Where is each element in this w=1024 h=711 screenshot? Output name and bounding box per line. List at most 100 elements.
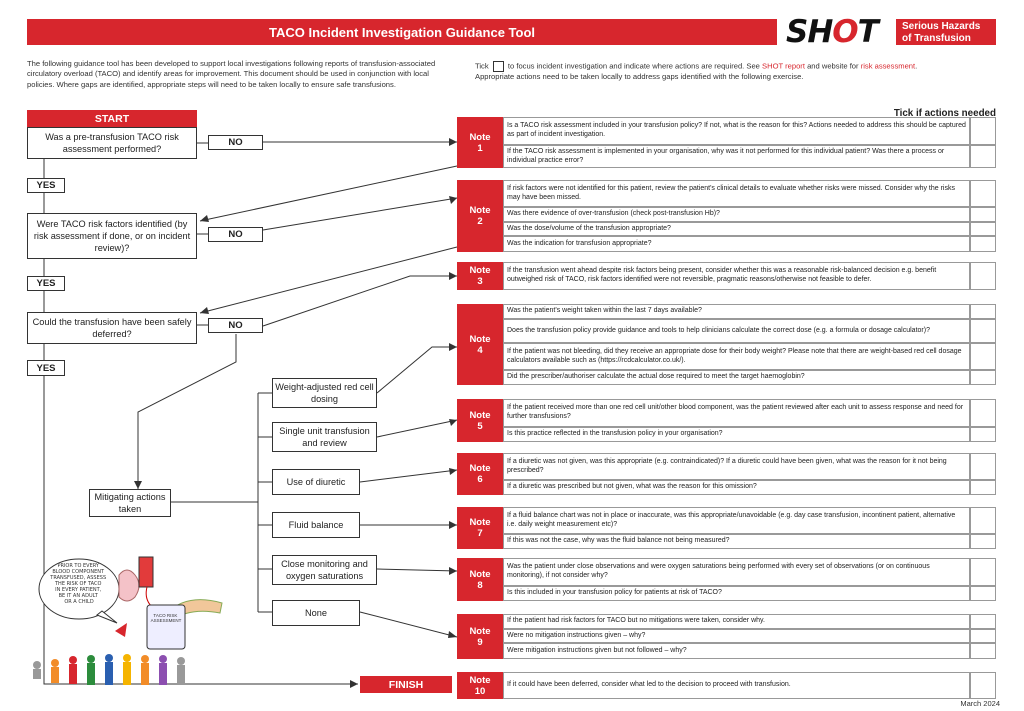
intro-left: The following guidance tool has been dev… (27, 59, 436, 89)
action-tick-box[interactable] (970, 629, 996, 643)
action-tick-box[interactable] (970, 207, 996, 222)
note-word: Note (469, 131, 491, 143)
note-number: 9 (477, 636, 483, 648)
action-tick-box[interactable] (970, 558, 996, 586)
speech-bubble-text: PRIOR TO EVERY BLOOD COMPONENT TRANSFUSE… (49, 563, 107, 605)
arrow-head (449, 521, 457, 529)
action-tick-box[interactable] (970, 643, 996, 659)
note-number: 5 (477, 420, 483, 432)
arrow-head (134, 481, 142, 489)
no-label-q1: NO (208, 135, 263, 150)
action-tick-box[interactable] (970, 117, 996, 145)
logo-letter: S (786, 14, 808, 50)
yes-label-q2: YES (27, 276, 65, 291)
note-word: Note (469, 517, 491, 528)
action-tick-box[interactable] (970, 236, 996, 252)
logo-subtitle-line1: Serious Hazards (902, 21, 981, 32)
arrow-head (449, 272, 457, 280)
note-question-row: If the patient was not bleeding, did the… (503, 343, 970, 370)
logo-letter: O (832, 14, 858, 50)
note-question-row: If this was not the case, why was the fl… (503, 534, 970, 549)
note-number: 7 (477, 528, 483, 539)
connector-line (43, 376, 358, 685)
note-question-row: Was there evidence of over-transfusion (… (503, 207, 970, 222)
action-tick-box[interactable] (970, 614, 996, 629)
action-tick-box[interactable] (970, 370, 996, 385)
note-word: Note (469, 674, 491, 686)
note-question-row: If a diuretic was not given, was this ap… (503, 453, 970, 480)
action-tick-box[interactable] (970, 480, 996, 495)
action-tick-box[interactable] (970, 180, 996, 207)
connector-line (262, 197, 458, 231)
action-tick-box[interactable] (970, 319, 996, 343)
shot-report-link[interactable]: SHOT report (762, 61, 805, 71)
action-tick-box[interactable] (970, 145, 996, 168)
note-question-row: Does the transfusion policy provide guid… (503, 319, 970, 343)
connector-line (376, 568, 458, 572)
note-number: 4 (477, 344, 483, 356)
action-tick-box[interactable] (970, 586, 996, 601)
note-question-row: If it could have been deferred, consider… (503, 672, 970, 699)
action-tick-box[interactable] (970, 222, 996, 236)
arrow-head (200, 215, 209, 222)
question-risk-assessment: Was a pre-transfusion TACO risk assessme… (27, 127, 197, 159)
note-question-row: Is a TACO risk assessment included in yo… (503, 117, 970, 145)
arrow-head (448, 631, 457, 638)
note-question-row: Was the patient's weight taken within th… (503, 304, 970, 319)
mitigation-close-monitoring: Close monitoring and oxygen saturations (272, 555, 377, 585)
taco-cartoon: PRIOR TO EVERY BLOOD COMPONENT TRANSFUSE… (33, 556, 223, 685)
action-tick-box[interactable] (970, 343, 996, 370)
note-number: 2 (477, 216, 483, 227)
risk-assessment-link[interactable]: risk assessment (860, 61, 916, 71)
connector-line (199, 246, 458, 314)
action-tick-box[interactable] (970, 453, 996, 480)
start-label: START (27, 110, 197, 127)
note-question-row: Were no mitigation instructions given – … (503, 629, 970, 643)
mitigating-actions-box: Mitigating actions taken (89, 489, 171, 517)
note-question-row: If the patient had risk factors for TACO… (503, 614, 970, 629)
note-number: 10 (474, 685, 486, 697)
tick-column-header: Tick if actions needed (893, 108, 996, 119)
action-tick-box[interactable] (970, 262, 996, 290)
question-deferred: Could the transfusion have been safely d… (27, 312, 197, 344)
note-question-row: Was the dose/volume of the transfusion a… (503, 222, 970, 236)
note-question-row: Is this practice reflected in the transf… (503, 427, 970, 442)
note-word: Note (469, 625, 491, 637)
yes-label-q1: YES (27, 178, 65, 193)
note-question-row: If a fluid balance chart was not in plac… (503, 507, 970, 534)
shot-logo: SHOT (786, 14, 890, 50)
note-number: 6 (477, 474, 483, 485)
action-tick-box[interactable] (970, 672, 996, 699)
action-tick-box[interactable] (970, 534, 996, 549)
clipboard-text: TACO RISK ASSESSMENT (151, 613, 182, 623)
action-tick-box[interactable] (970, 427, 996, 442)
note-number: 3 (477, 276, 483, 287)
action-tick-box[interactable] (970, 399, 996, 427)
arrow-head (449, 343, 457, 351)
note-question-row: If the patient received more than one re… (503, 399, 970, 427)
no-label-q2: NO (208, 227, 263, 242)
connector-line (199, 165, 458, 222)
note-word: Note (469, 333, 491, 345)
logo-subtitle-line2: of Transfusion (902, 33, 971, 44)
note-question-row: If risk factors were not identified for … (503, 180, 970, 207)
arrow-head (449, 196, 457, 204)
intro-right: Tick to focus incident investigation and… (475, 61, 1005, 82)
finish-label: FINISH (360, 676, 452, 693)
note-question-row: If the transfusion went ahead despite ri… (503, 262, 970, 290)
note-word: Note (469, 265, 491, 276)
note-word: Note (469, 409, 491, 421)
action-tick-box[interactable] (970, 304, 996, 319)
footer-date: March 2024 (960, 699, 1000, 708)
action-tick-box[interactable] (970, 507, 996, 534)
question-risk-factors: Were TACO risk factors identified (by ri… (27, 213, 197, 259)
intro-tick-text: to focus incident investigation and indi… (507, 61, 760, 71)
note-word: Note (469, 205, 491, 216)
